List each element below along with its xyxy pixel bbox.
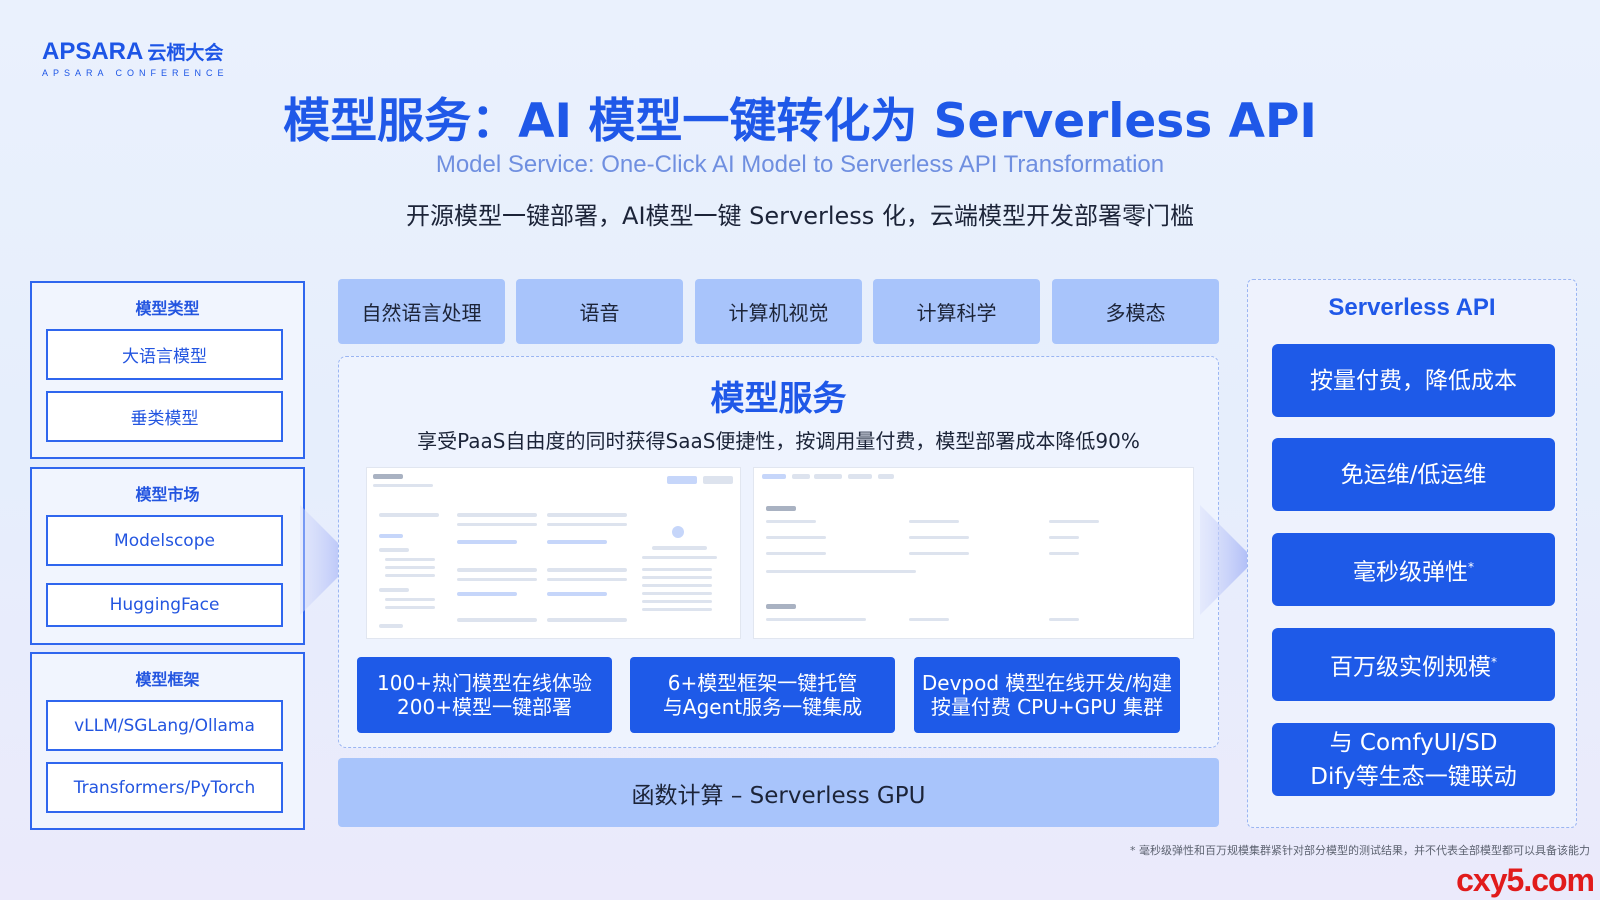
- page-subtitle-cn: 开源模型一键部署，AI模型一键 Serverless 化，云端模型开发部署零门槛: [406, 202, 1194, 230]
- page-title: 模型服务：AI 模型一键转化为 Serverless API: [283, 94, 1317, 149]
- arrow-right-icon: [300, 505, 355, 615]
- tab-computational-science: 计算科学: [873, 279, 1040, 344]
- logo-sub: APSARA CONFERENCE: [42, 68, 229, 78]
- item-huggingface: HuggingFace: [46, 583, 283, 627]
- arrow-right-icon: [1200, 505, 1255, 615]
- tab-nlp: 自然语言处理: [338, 279, 505, 344]
- model-framework-group: 模型框架 vLLM/SGLang/Ollama Transformers/PyT…: [30, 652, 305, 830]
- api-no-ops: 免运维/低运维: [1272, 438, 1555, 511]
- footnote: * 毫秒级弹性和百万规模集群紧针对部分模型的测试结果，并不代表全部模型都可以具备…: [1130, 844, 1590, 857]
- item-vllm: vLLM/SGLang/Ollama: [46, 700, 283, 751]
- serverless-gpu-bar: 函数计算 – Serverless GPU: [338, 758, 1219, 827]
- group-title-model-framework: 模型框架: [135, 670, 200, 689]
- group-title-model-market: 模型市场: [135, 485, 200, 504]
- api-ecosystem: 与 ComfyUI/SD Dify等生态一键联动: [1272, 723, 1555, 796]
- feature-framework-hosting: 6+模型框架一键托管 与Agent服务一键集成: [630, 657, 895, 733]
- group-title-model-type: 模型类型: [135, 299, 200, 318]
- feature-devpod: Devpod 模型在线开发/构建 按量付费 CPU+GPU 集群: [914, 657, 1180, 733]
- api-ms-elasticity: 毫秒级弹性*: [1272, 533, 1555, 606]
- tab-speech: 语音: [516, 279, 683, 344]
- model-service-title: 模型服务: [710, 379, 847, 419]
- api-million-instances: 百万级实例规模*: [1272, 628, 1555, 701]
- logo-brand-cn: 云栖大会: [147, 43, 224, 64]
- item-vertical-model: 垂类模型: [46, 391, 283, 442]
- serverless-api-title: Serverless API: [1328, 294, 1496, 321]
- watermark: cxy5.com: [1456, 862, 1595, 898]
- model-service-subtitle: 享受PaaS自由度的同时获得SaaS便捷性，按调用量付费，模型部署成本降低90%: [417, 429, 1140, 453]
- tab-computer-vision: 计算机视觉: [695, 279, 862, 344]
- item-transformers: Transformers/PyTorch: [46, 762, 283, 813]
- model-service-panel: 模型服务 享受PaaS自由度的同时获得SaaS便捷性，按调用量付费，模型部署成本…: [338, 356, 1219, 748]
- model-market-group: 模型市场 Modelscope HuggingFace: [30, 467, 305, 645]
- serverless-api-panel: Serverless API 按量付费，降低成本 免运维/低运维 毫秒级弹性* …: [1247, 279, 1577, 828]
- item-modelscope: Modelscope: [46, 515, 283, 566]
- feature-hot-models: 100+热门模型在线体验 200+模型一键部署: [357, 657, 612, 733]
- model-type-group: 模型类型 大语言模型 垂类模型: [30, 281, 305, 459]
- api-pay-per-use: 按量付费，降低成本: [1272, 344, 1555, 417]
- logo-brand: APSARA: [42, 38, 144, 65]
- page-subtitle-en: Model Service: One-Click AI Model to Ser…: [435, 151, 1165, 178]
- tab-multimodal: 多模态: [1052, 279, 1219, 344]
- create-model-screenshot: [366, 467, 741, 639]
- model-detail-screenshot: [753, 467, 1194, 639]
- item-llm: 大语言模型: [46, 329, 283, 380]
